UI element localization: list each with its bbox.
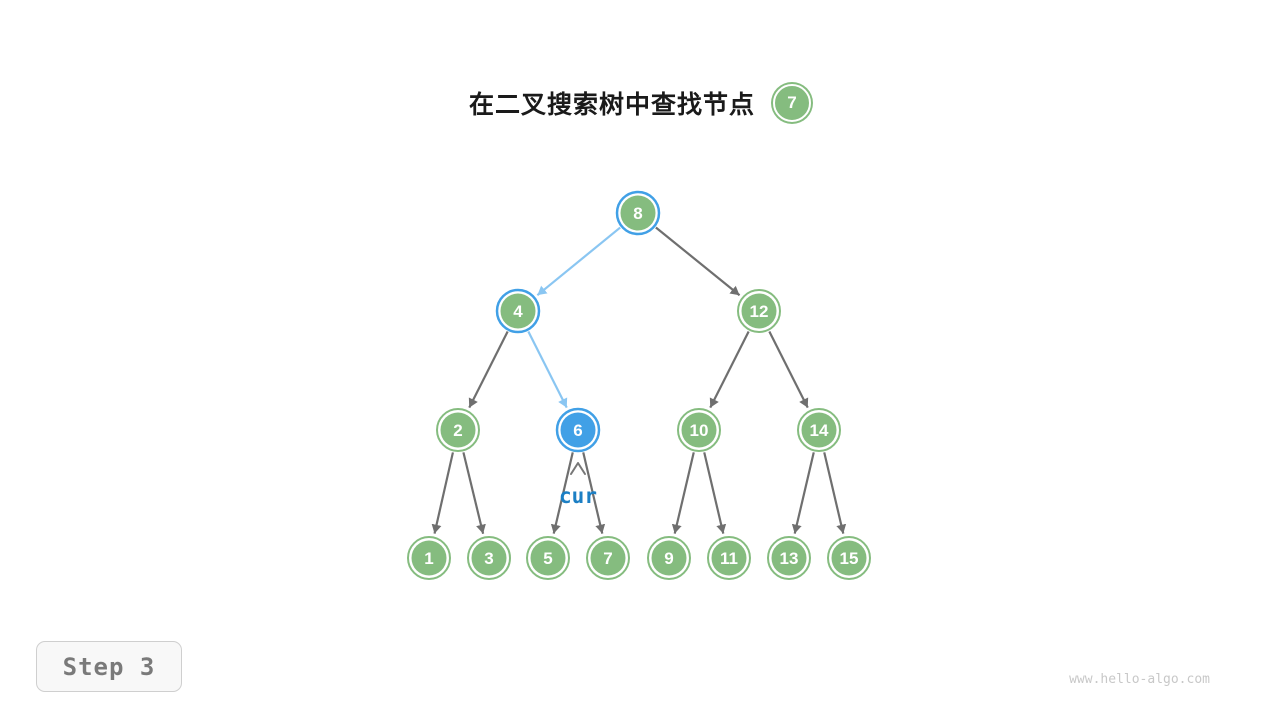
tree-node-value: 8: [633, 204, 642, 223]
tree-edge-10-11: [703, 452, 727, 534]
tree-node-value: 1: [424, 549, 433, 568]
tree-node-13: 13: [767, 536, 811, 580]
tree-node-value: 11: [720, 549, 738, 568]
tree-edge-8-4: [536, 226, 621, 297]
tree-node-value: 2: [453, 421, 462, 440]
tree-node-9: 9: [647, 536, 691, 580]
tree-edge-10-9: [671, 452, 695, 534]
tree-node-value: 15: [840, 549, 859, 568]
tree-node-value: 13: [780, 549, 799, 568]
tree-node-4: 4: [495, 288, 541, 334]
tree-node-value: 3: [484, 549, 493, 568]
tree-node-value: 6: [573, 421, 582, 440]
tree-node-value: 12: [750, 302, 769, 321]
tree-node-value: 7: [603, 549, 612, 568]
step-label: Step 3: [62, 652, 156, 681]
tree-edge-4-6: [527, 331, 568, 409]
tree-node-6: 6: [555, 407, 601, 453]
watermark: www.hello-algo.com: [1069, 672, 1210, 687]
tree-node-value: 9: [664, 549, 673, 568]
tree-node-10: 10: [677, 408, 721, 452]
cur-caret-icon: [570, 462, 586, 475]
tree-edge-14-13: [791, 452, 815, 534]
cur-pointer-label: cur: [559, 484, 597, 508]
tree-node-2: 2: [436, 408, 480, 452]
tree-edge-12-14: [768, 331, 809, 409]
tree-node-value: 10: [690, 421, 709, 440]
tree-edge-8-12: [655, 226, 741, 297]
tree-node-value: 4: [513, 302, 523, 321]
tree-node-1: 1: [407, 536, 451, 580]
tree-node-5: 5: [526, 536, 570, 580]
tree-node-3: 3: [467, 536, 511, 580]
tree-node-11: 11: [707, 536, 751, 580]
tree-node-12: 12: [737, 289, 781, 333]
step-badge: Step 3: [36, 641, 182, 692]
tree-edge-2-3: [462, 452, 486, 534]
tree-node-7: 7: [586, 536, 630, 580]
tree-edge-6-7: [582, 452, 606, 534]
tree-node-value: 5: [543, 549, 552, 568]
tree-node-14: 14: [797, 408, 841, 452]
tree-node-value: 14: [810, 421, 829, 440]
tree-node-8: 8: [615, 190, 661, 236]
tree-edge-6-5: [550, 452, 574, 534]
tree-edge-2-1: [431, 452, 454, 534]
tree-node-15: 15: [827, 536, 871, 580]
tree-edge-12-10: [709, 331, 750, 409]
tree-edge-4-2: [468, 331, 509, 409]
tree-edge-14-15: [823, 452, 847, 534]
